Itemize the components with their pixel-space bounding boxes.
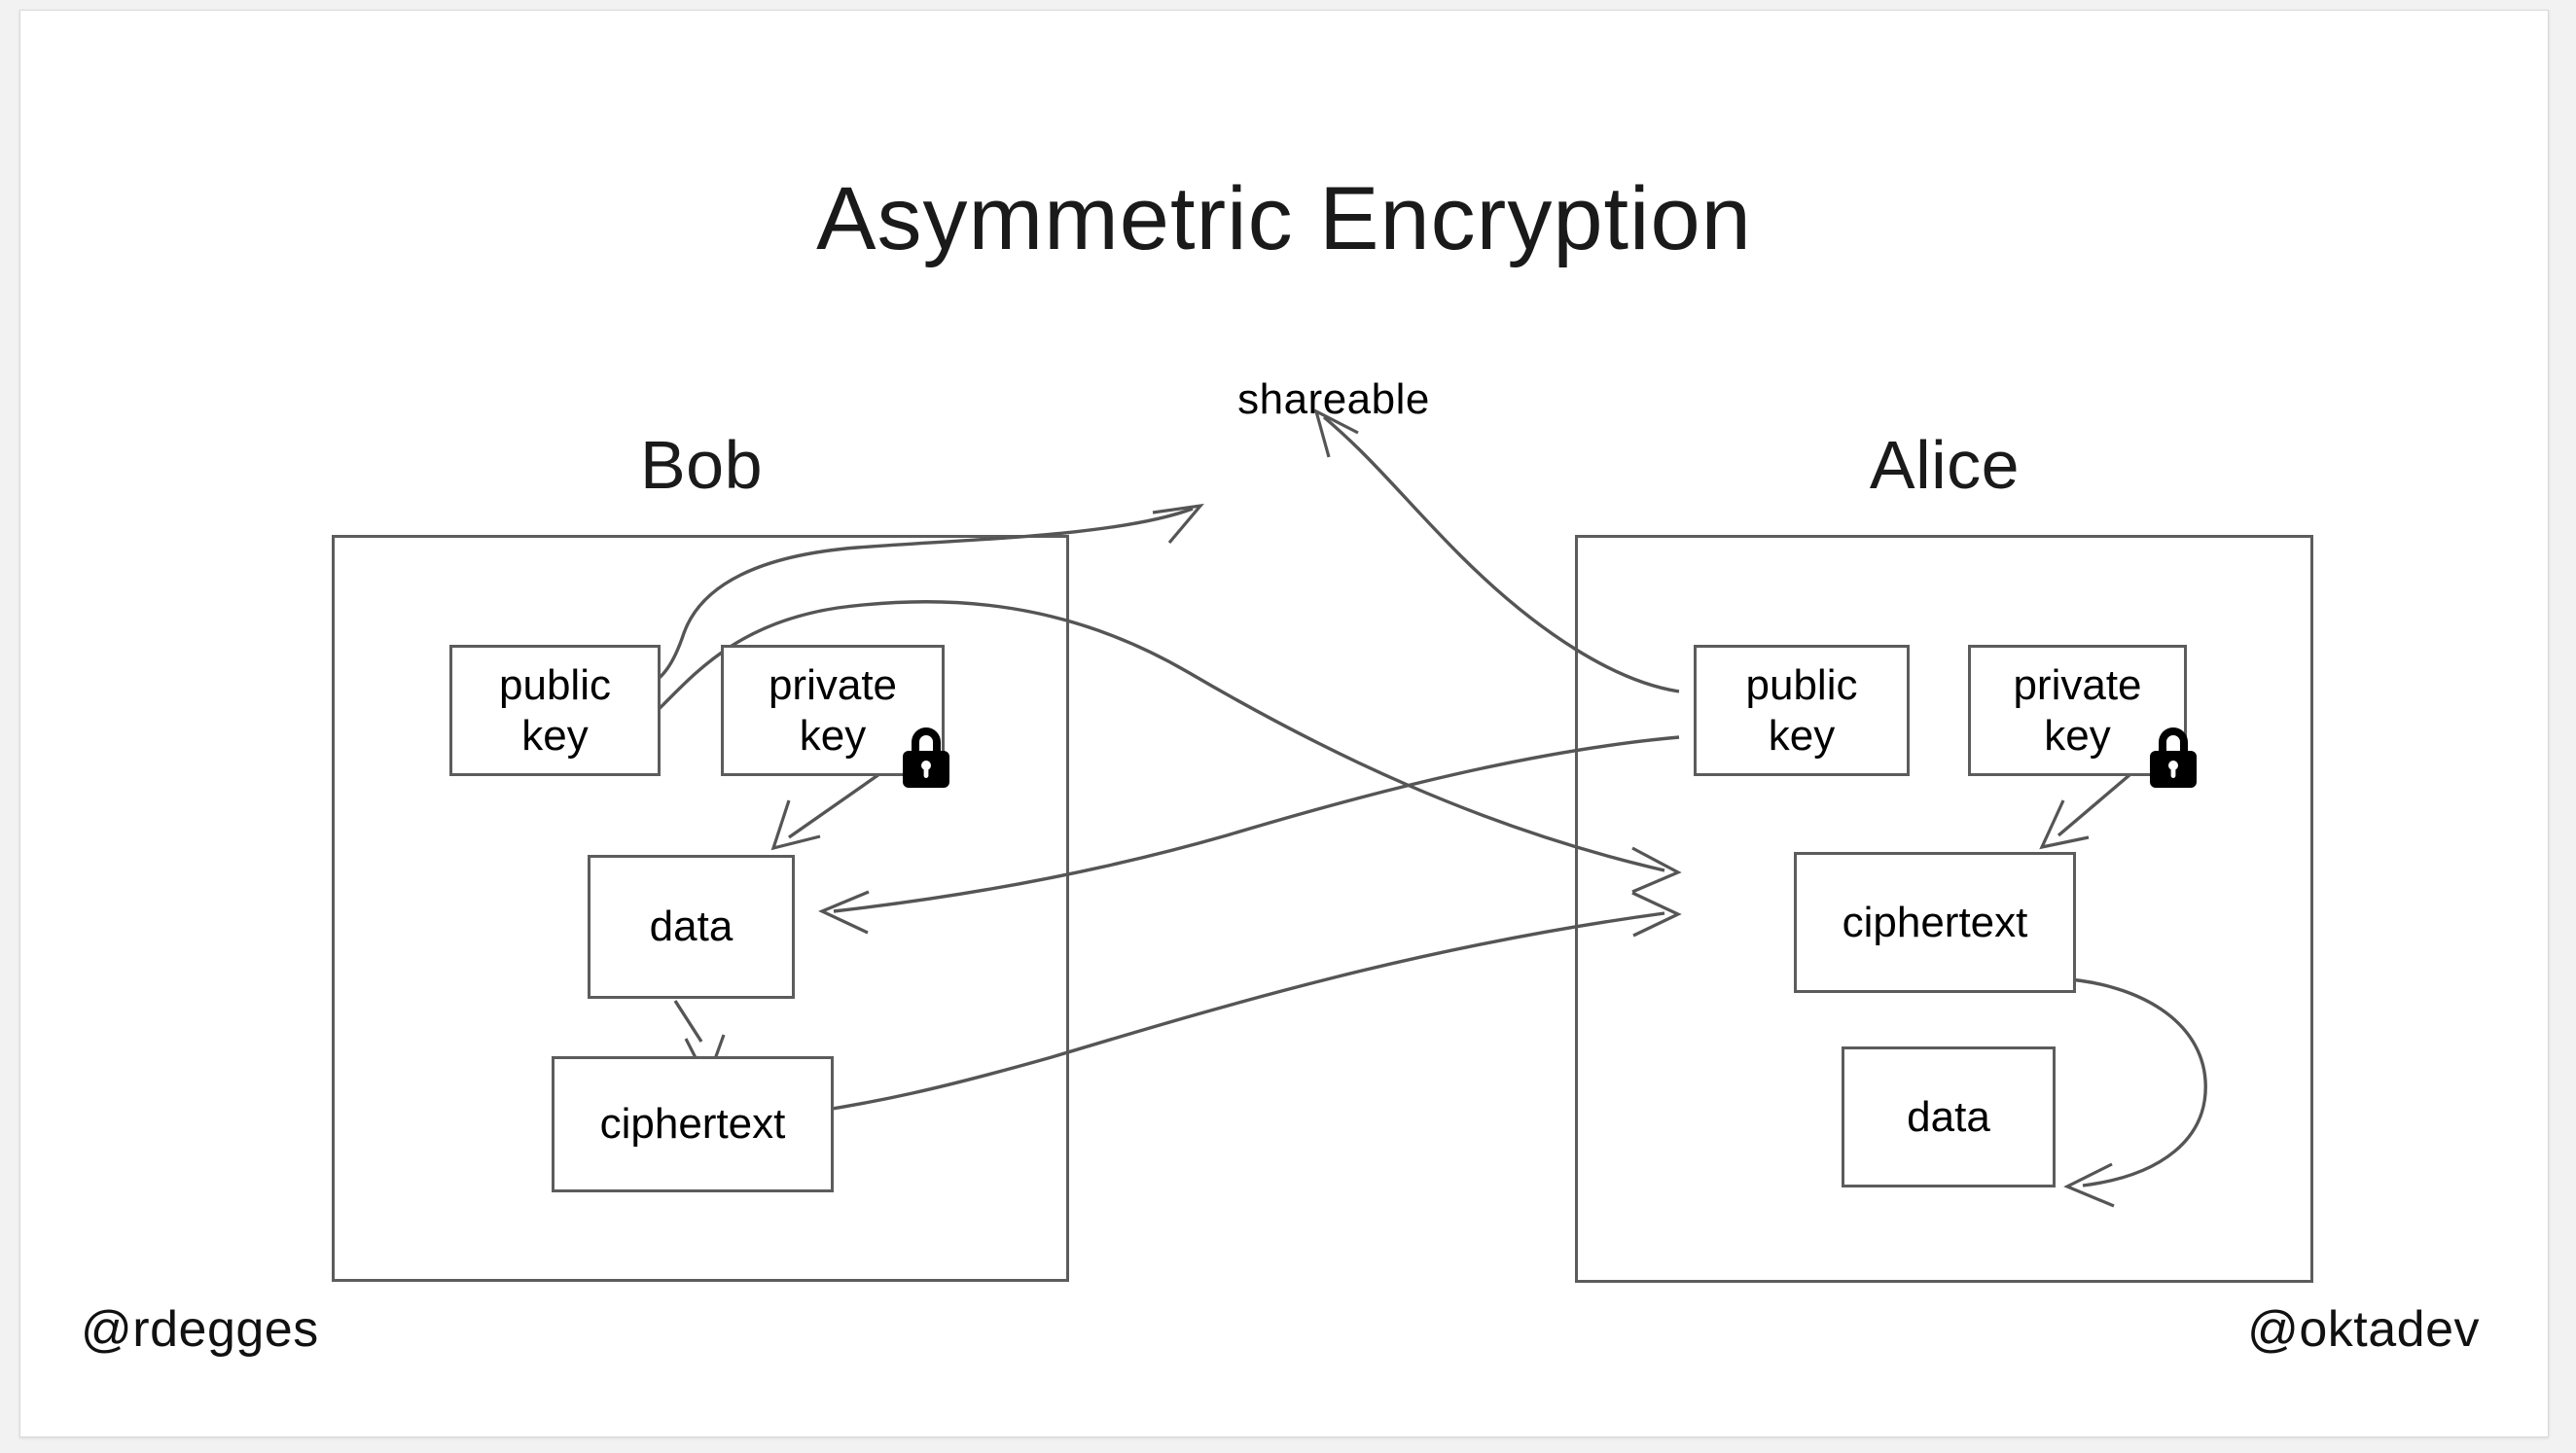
padlock-icon (2150, 727, 2197, 788)
node-label: ciphertext (1842, 898, 2028, 946)
handle-author: @rdegges (81, 1301, 319, 1358)
party-label-alice: Alice (1869, 427, 2021, 503)
node-label: ciphertext (599, 1100, 786, 1149)
padlock-icon (903, 727, 949, 788)
node-alice-data[interactable]: data (1842, 1046, 2056, 1187)
node-label: data (1907, 1092, 1990, 1141)
node-bob-ciphertext[interactable]: ciphertext (552, 1056, 834, 1192)
handle-org: @oktadev (2247, 1301, 2480, 1358)
slide-canvas: Asymmetric Encryption Bob Alice shareabl… (19, 10, 2549, 1437)
node-alice-ciphertext[interactable]: ciphertext (1794, 852, 2076, 993)
node-label: data (649, 903, 733, 951)
party-label-bob: Bob (639, 427, 764, 503)
node-bob-data[interactable]: data (588, 855, 795, 999)
shareable-label: shareable (1237, 375, 1430, 423)
page-title: Asymmetric Encryption (816, 169, 1752, 268)
